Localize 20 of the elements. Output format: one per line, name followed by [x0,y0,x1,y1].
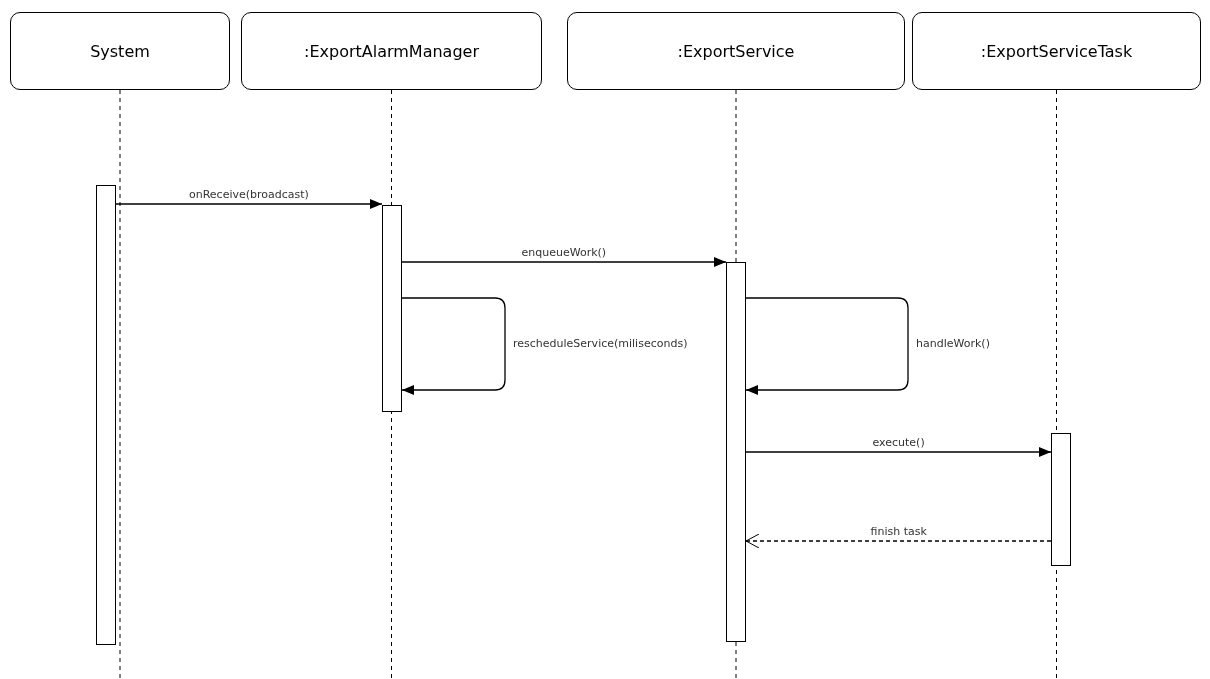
edge-label: enqueueWork() [519,246,609,259]
message-arrow [745,447,1052,457]
activation-bar [1051,433,1071,566]
participant-box: :ExportAlarmManager [241,12,542,90]
activation-bar [726,262,746,642]
activation-bar [382,205,402,412]
participant-box: System [10,12,230,90]
message-arrow [401,297,506,395]
participant-box: :ExportServiceTask [912,12,1201,90]
edge-label: onReceive(broadcast) [187,188,311,201]
edge-label: execute() [870,436,927,449]
message-arrow [745,297,909,395]
edge-label: finish task [868,525,929,538]
message-arrow [401,257,727,267]
participant-box: :ExportService [567,12,905,90]
edge-label: rescheduleService(miliseconds) [511,337,690,350]
edge-label: handleWork() [914,337,992,350]
activation-bar [96,185,116,645]
message-arrow [115,199,383,209]
message-arrow [745,533,1052,549]
